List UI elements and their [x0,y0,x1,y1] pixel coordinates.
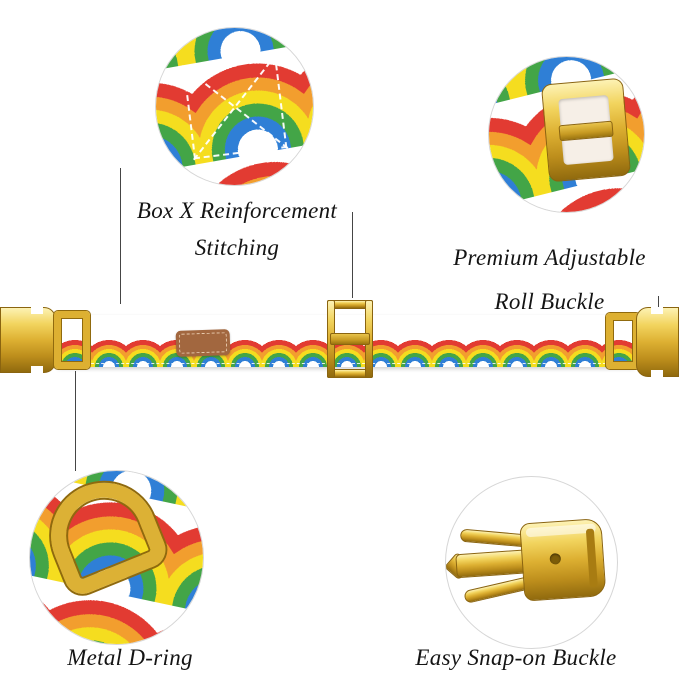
callout-line-right-buckle [658,296,659,312]
callout-line-roll-buckle [352,212,353,298]
buckle-release-notch [31,307,43,314]
callout-line-stitching [120,168,121,304]
d-ring-closeup-circle [29,470,204,645]
label-d-ring: Metal D-ring [40,644,220,672]
roll-buckle-photo [540,77,632,183]
stitch-diagonal [192,53,277,160]
label-line: Premium Adjustable [453,245,646,270]
snap-buckle-photo [446,477,617,648]
center-roll-buckle [327,300,373,378]
label-line: Metal D-ring [67,645,193,670]
label-snap-buckle: Easy Snap-on Buckle [392,644,640,672]
leather-brand-tag [175,329,231,357]
label-line: Box X Reinforcement [136,198,338,223]
box-x-stitch-mark [181,53,288,160]
label-line: Stitching [194,235,280,260]
label-line: Easy Snap-on Buckle [415,645,617,670]
buckle-release-notch [31,366,43,373]
left-snap-buckle [0,307,56,373]
label-box-x-stitching: Box X Reinforcement Stitching [103,192,371,266]
buckle-side-arm [459,528,529,548]
buckle-side-arm [463,575,533,604]
buckle-release-notch [651,370,663,377]
right-snap-buckle [636,307,679,377]
stitching-closeup-circle [155,27,314,186]
label-roll-buckle: Premium Adjustable Roll Buckle [420,236,679,324]
snap-buckle-closeup-circle [445,476,618,649]
roll-buckle-closeup-circle [488,56,645,213]
callout-line-d-ring [75,371,76,471]
roll-buckle-slider-bar [330,333,370,345]
left-buckle-strap-loop [54,311,90,369]
buckle-release-notch [651,307,663,314]
label-line: Roll Buckle [494,289,605,314]
